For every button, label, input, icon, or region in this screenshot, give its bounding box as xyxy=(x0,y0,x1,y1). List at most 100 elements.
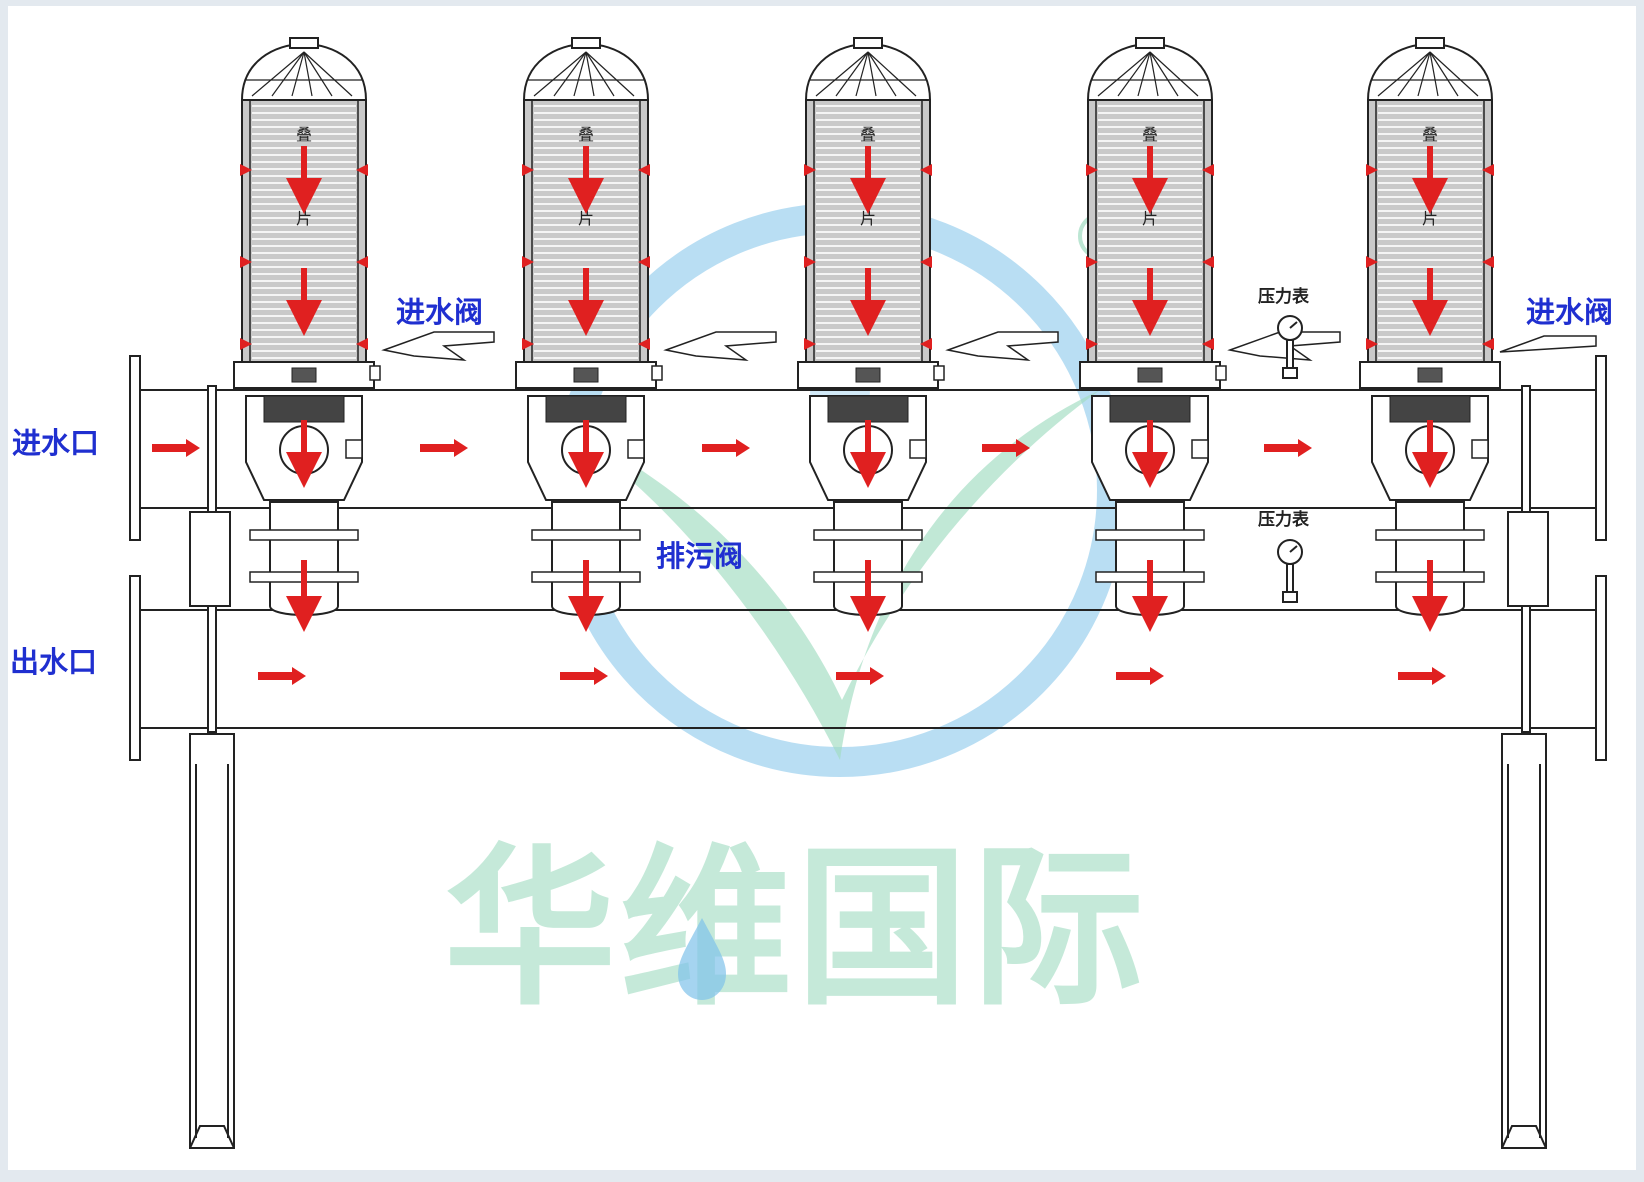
drain-collar xyxy=(1375,529,1485,541)
drain-collar xyxy=(531,529,641,541)
side-flow-arrow xyxy=(1366,256,1378,268)
dome-rib xyxy=(1149,51,1159,97)
filter-char-bottom: 片 xyxy=(1142,209,1158,228)
filter-char-bottom: 片 xyxy=(1422,209,1438,228)
dome-rib xyxy=(291,51,305,97)
gauge-needle xyxy=(1289,321,1298,329)
labels: 进水口 出水口 进水阀 进水阀 排污阀 压力表 压力表 xyxy=(10,286,1613,679)
filter-char-bottom: 片 xyxy=(860,209,876,228)
filter-char-top: 叠 xyxy=(296,125,312,144)
leg-foot xyxy=(1501,1125,1547,1149)
dome-rib xyxy=(1377,51,1431,97)
clamp-bolt xyxy=(291,367,317,383)
pipe-flange xyxy=(1595,355,1607,541)
side-flow-arrow xyxy=(638,338,650,350)
inlet-valve-handle xyxy=(1499,335,1597,353)
horizontal-flow-arrow-head xyxy=(186,439,200,457)
drain-valve-label: 排污阀 xyxy=(656,539,743,573)
valve-actuator xyxy=(827,395,909,423)
horizontal-flow-arrow xyxy=(982,444,1016,452)
inlet-valve-handle xyxy=(663,331,777,361)
flow-arrows xyxy=(152,146,1494,685)
end-plate xyxy=(207,385,217,513)
side-flow-arrow xyxy=(1366,338,1378,350)
pressure-gauge-label-top: 压力表 xyxy=(1258,286,1310,307)
side-flow-arrow xyxy=(920,338,932,350)
pipe-structure xyxy=(129,355,1607,1149)
horizontal-flow-arrow-head xyxy=(1432,667,1446,685)
filter-char-bottom: 片 xyxy=(578,209,594,228)
inlet-valve-stem xyxy=(369,365,381,381)
side-flow-arrow xyxy=(638,164,650,176)
filter-char-top: 叠 xyxy=(1142,125,1158,144)
dome-rib xyxy=(835,51,869,97)
inlet-port-label: 进水口 xyxy=(12,426,99,460)
valve-actuator xyxy=(545,395,627,423)
dome-rib xyxy=(1149,51,1179,97)
dome-rib xyxy=(573,51,587,97)
valve-side-boss xyxy=(345,439,363,459)
dome-rib xyxy=(867,51,917,97)
pipe-flange xyxy=(129,355,141,541)
dome-rib xyxy=(271,51,305,97)
side-flow-arrow xyxy=(522,164,534,176)
horizontal-flow-arrow xyxy=(1116,672,1150,680)
end-riser xyxy=(1507,511,1549,607)
inlet-valve-handle xyxy=(945,331,1059,361)
side-flow-arrow xyxy=(1482,164,1494,176)
check-leaf-icon xyxy=(548,390,1100,760)
side-flow-arrow xyxy=(1086,256,1098,268)
filter-char-top: 叠 xyxy=(578,125,594,144)
inlet-valve-label-left: 进水阀 xyxy=(396,295,483,329)
dome-rib xyxy=(1149,51,1199,97)
side-flow-arrow xyxy=(356,164,368,176)
horizontal-flow-arrow-head xyxy=(1150,667,1164,685)
valve-side-boss xyxy=(1471,439,1489,459)
dome-cap xyxy=(853,37,883,49)
side-flow-arrow xyxy=(522,338,534,350)
side-flow-arrow xyxy=(1086,164,1098,176)
horizontal-flow-arrow-head xyxy=(594,667,608,685)
dome-rib xyxy=(585,51,615,97)
side-flow-arrow xyxy=(1202,338,1214,350)
dome-rib xyxy=(1429,51,1439,97)
clamp-bolt xyxy=(855,367,881,383)
dome-cap xyxy=(571,37,601,49)
dome-cap xyxy=(289,37,319,49)
dome-rib xyxy=(303,51,313,97)
horizontal-flow-arrow xyxy=(420,444,454,452)
end-plate xyxy=(1521,605,1531,733)
horizontal-flow-arrow-head xyxy=(454,439,468,457)
side-flow-arrow xyxy=(1366,164,1378,176)
horizontal-flow-arrow xyxy=(258,672,292,680)
horizontal-flow-arrow xyxy=(560,672,594,680)
filter-unit: 叠片 xyxy=(233,37,495,616)
side-flow-arrow xyxy=(804,256,816,268)
horizontal-flow-arrow-head xyxy=(292,667,306,685)
side-flow-arrow xyxy=(1086,338,1098,350)
dome-rib xyxy=(303,51,333,97)
clamp-bolt xyxy=(1417,367,1443,383)
valve-actuator xyxy=(263,395,345,423)
side-flow-arrow xyxy=(1482,338,1494,350)
drain-collar xyxy=(1095,529,1205,541)
horizontal-flow-arrow-head xyxy=(1298,439,1312,457)
side-flow-arrow xyxy=(804,164,816,176)
inlet-valve-stem xyxy=(933,365,945,381)
filter-char-bottom: 片 xyxy=(296,209,312,228)
filter-char-top: 叠 xyxy=(860,125,876,144)
valve-actuator xyxy=(1389,395,1471,423)
gauge-base xyxy=(1282,591,1298,603)
horizontal-flow-arrow xyxy=(1264,444,1298,452)
valve-side-boss xyxy=(627,439,645,459)
drop-icon xyxy=(678,918,726,1000)
pipe-flange xyxy=(1595,575,1607,761)
dome-cap xyxy=(1415,37,1445,49)
dome-rib xyxy=(585,51,595,97)
end-riser xyxy=(189,511,231,607)
dome-rib xyxy=(1137,51,1151,97)
side-flow-arrow xyxy=(356,338,368,350)
